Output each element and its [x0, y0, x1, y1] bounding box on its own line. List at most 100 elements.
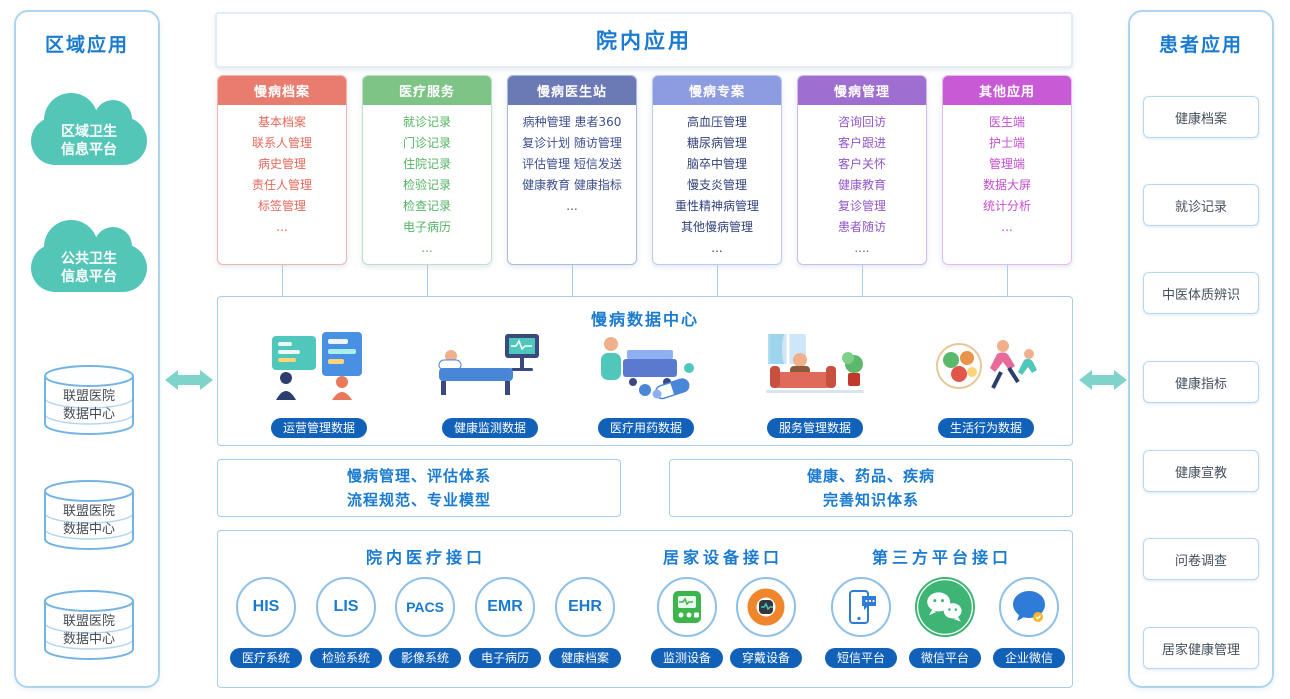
- data-pill: 医疗用药数据: [597, 418, 694, 438]
- ehr-system: EHR 健康档案: [545, 577, 625, 668]
- card-chronic-doctor-station: 慢病医生站 病种管理 患者360 复诊计划 随访管理 评估管理 短信发送 健康教…: [507, 75, 637, 265]
- system-pill: 穿戴设备: [729, 648, 802, 668]
- card-item: ...: [711, 241, 723, 255]
- card-item: 病种管理 患者360: [522, 115, 622, 129]
- database-cylinder-icon: [44, 365, 134, 435]
- card-item: ...: [1001, 220, 1013, 234]
- dc-group-service-management: 服务管理数据: [740, 330, 890, 438]
- left-flow-arrow: [165, 370, 213, 390]
- database-cylinder-icon: [44, 480, 134, 550]
- card-item: 联系人管理: [251, 136, 312, 150]
- card-header: 其他应用: [943, 76, 1071, 105]
- knowledge-line: 健康、药品、疾病: [806, 466, 935, 485]
- card-header: 慢病医生站: [508, 76, 636, 105]
- card-item: 糖尿病管理: [686, 136, 747, 150]
- cloud-label: 公共卫生 信息平台: [61, 251, 117, 285]
- system-pill: 医疗系统: [229, 648, 302, 668]
- card-items: 高血压管理 糖尿病管理 脑卒中管理 慢支炎管理 重性精神病管理 其他慢病管理 .…: [653, 105, 781, 259]
- data-pill: 服务管理数据: [766, 418, 863, 438]
- lifestyle-illustration: [936, 340, 1037, 389]
- card-item: 高血压管理: [686, 115, 747, 129]
- his-abbr: HIS: [252, 598, 280, 615]
- card-item: 脑卒中管理: [686, 157, 747, 171]
- health-monitor-illustration: [438, 334, 539, 395]
- system-pill: 影像系统: [388, 648, 461, 668]
- sms-platform: 短信平台: [821, 577, 901, 668]
- knowledge-line: 流程规范、专业模型: [346, 490, 491, 509]
- card-item: ...: [421, 241, 433, 255]
- alliance-hospital-db-3: 联盟医院 数据中心: [39, 587, 139, 665]
- patient-apps-title: 患者应用: [1158, 34, 1243, 56]
- right-flow-arrow: [1079, 370, 1127, 390]
- knowledge-box-management-system: 慢病管理、评估体系 流程规范、专业模型: [217, 459, 621, 517]
- pacs-system: PACS 影像系统: [385, 577, 465, 668]
- chronic-data-center-title: 慢病数据中心: [590, 310, 699, 329]
- card-item: 复诊管理: [837, 199, 886, 213]
- patient-item-health-education: 健康宣教: [1143, 450, 1259, 492]
- regional-apps-title: 区域应用: [44, 34, 129, 56]
- card-other-apps: 其他应用 医生端 护士端 管理端 数据大屏 统计分析 ...: [942, 75, 1072, 265]
- service-management-illustration: [766, 334, 864, 393]
- card-items: 就诊记录 门诊记录 住院记录 检验记录 检查记录 电子病历 ...: [363, 105, 491, 259]
- card-items: 病种管理 患者360 复诊计划 随访管理 评估管理 短信发送 健康教育 健康指标…: [508, 105, 636, 217]
- card-item: 管理端: [988, 157, 1025, 171]
- monitor-device-circle: [657, 577, 717, 637]
- connector-line: [282, 265, 283, 296]
- ehr-abbr: EHR: [568, 598, 602, 615]
- card-item: 检验记录: [402, 178, 451, 192]
- third-party-interface-title: 第三方平台接口: [871, 548, 1012, 567]
- wechat-icon: [918, 580, 972, 634]
- card-items: 咨询回访 客户跟进 客户关怀 健康教育 复诊管理 患者随访 ....: [798, 105, 926, 259]
- emr-circle: EMR: [475, 577, 535, 637]
- lis-circle: LIS: [316, 577, 376, 637]
- card-item: 咨询回访: [837, 115, 886, 129]
- db-label: 联盟医院 数据中心: [62, 614, 115, 647]
- card-item: 健康教育: [837, 178, 886, 192]
- sms-platform-icon: [849, 590, 876, 624]
- patient-item-health-indicators: 健康指标: [1143, 361, 1259, 403]
- medication-illustration: [601, 337, 694, 400]
- card-item: ...: [276, 220, 288, 234]
- hospital-interface-title: 院内医疗接口: [365, 548, 486, 567]
- card-chronic-management: 慢病管理 咨询回访 客户跟进 客户关怀 健康教育 复诊管理 患者随访 ....: [797, 75, 927, 265]
- regional-health-platform-cloud: 区域卫生 信息平台: [31, 93, 147, 165]
- card-header: 慢病专案: [653, 76, 781, 105]
- home-device-interface-title: 居家设备接口: [662, 548, 783, 567]
- card-header: 医疗服务: [363, 76, 491, 105]
- system-pill: 电子病历: [468, 648, 541, 668]
- connector-line: [1007, 265, 1008, 296]
- connector-line: [427, 265, 428, 296]
- system-pill: 检验系统: [309, 648, 382, 668]
- database-cylinder-icon: [44, 590, 134, 660]
- data-pill: 生活行为数据: [937, 418, 1034, 438]
- dc-group-health-monitoring: 健康监测数据: [415, 330, 565, 438]
- patient-item-visit-records: 就诊记录: [1143, 184, 1259, 226]
- card-item: 住院记录: [402, 157, 451, 171]
- public-health-platform-cloud: 公共卫生 信息平台: [31, 220, 147, 292]
- card-item: 客户关怀: [837, 157, 886, 171]
- card-item: 门诊记录: [402, 136, 451, 150]
- card-item: 电子病历: [402, 220, 451, 234]
- wechat-circle: [915, 577, 975, 637]
- system-pill: 微信平台: [908, 648, 981, 668]
- knowledge-line: 完善知识体系: [822, 490, 919, 509]
- db-label: 联盟医院 数据中心: [62, 389, 115, 422]
- card-medical-service: 医疗服务 就诊记录 门诊记录 住院记录 检验记录 检查记录 电子病历 ...: [362, 75, 492, 265]
- card-header: 慢病档案: [218, 76, 346, 105]
- card-chronic-special-programs: 慢病专案 高血压管理 糖尿病管理 脑卒中管理 慢支炎管理 重性精神病管理 其他慢…: [652, 75, 782, 265]
- monitor-device-icon: [673, 591, 701, 623]
- wearable-device-icon: [747, 588, 785, 626]
- card-item: 评估管理 短信发送: [522, 157, 622, 171]
- operation-data-illustration: [272, 332, 362, 400]
- emr-abbr: EMR: [487, 598, 523, 615]
- lis-abbr: LIS: [333, 598, 359, 615]
- in-hospital-apps-header: 院内应用: [215, 12, 1073, 68]
- wecom-icon: [1013, 591, 1045, 622]
- patient-apps-panel: 患者应用 健康档案 就诊记录 中医体质辨识 健康指标 健康宣教 问卷调查 居家健…: [1128, 10, 1274, 688]
- knowledge-box-knowledge-system: 健康、药品、疾病 完善知识体系: [669, 459, 1073, 517]
- dc-group-operation: 运营管理数据: [244, 330, 394, 438]
- regional-apps-panel: 区域应用 区域卫生 信息平台 公共卫生 信息平台 联盟医院 数据中心 联盟医院: [14, 10, 160, 688]
- data-pill: 健康监测数据: [441, 418, 538, 438]
- alliance-hospital-db-2: 联盟医院 数据中心: [39, 477, 139, 555]
